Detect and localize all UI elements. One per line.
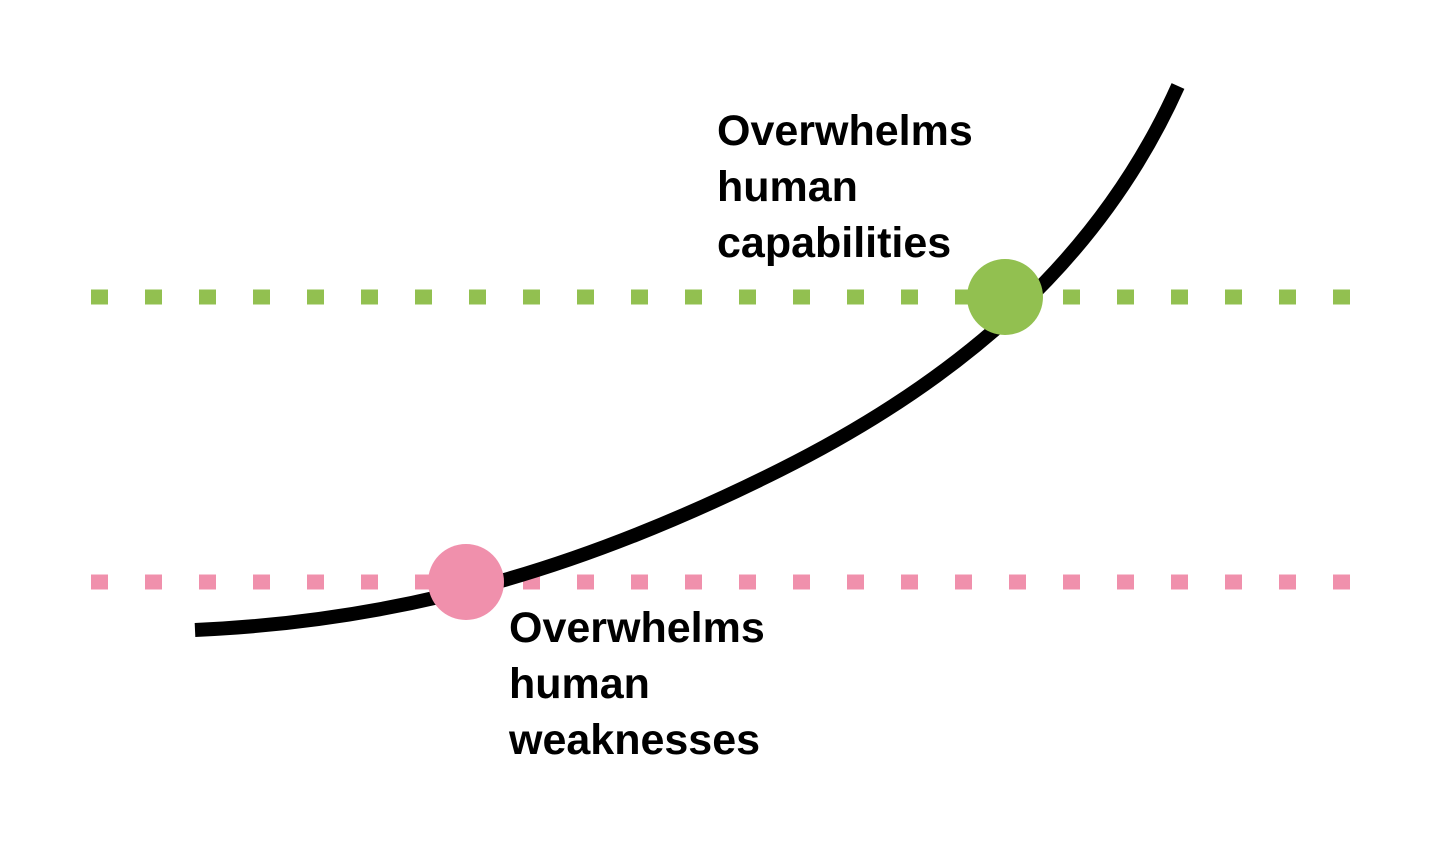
weaknesses-label-line-3: weaknesses xyxy=(508,716,760,764)
capabilities-label-line-1: Overwhelms xyxy=(717,107,973,155)
capabilities-label: Overwhelms human capabilities xyxy=(717,107,985,267)
weaknesses-label: Overwhelms human weaknesses xyxy=(508,604,777,764)
capabilities-intersection-point xyxy=(967,259,1043,335)
weaknesses-label-line-1: Overwhelms xyxy=(509,604,765,652)
weaknesses-label-line-2: human xyxy=(509,660,650,708)
growth-curve xyxy=(194,83,1185,637)
weaknesses-intersection-point xyxy=(428,544,504,620)
capabilities-label-line-3: capabilities xyxy=(717,219,951,267)
capabilities-label-line-2: human xyxy=(717,163,858,211)
